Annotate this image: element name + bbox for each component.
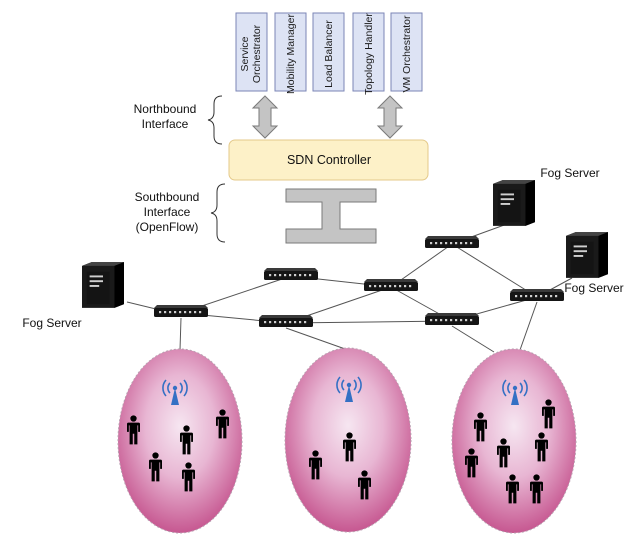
northbound-label-line-1: Northbound [134, 102, 197, 116]
sdn-controller[interactable]: SDN Controller [228, 139, 429, 181]
fog-server-right[interactable]: Fog Server [564, 232, 624, 295]
switch-right-top[interactable] [425, 236, 479, 248]
switch-center-top[interactable] [264, 268, 318, 280]
app-label-line-2: Orchestrator [251, 24, 263, 83]
app-label: Load Balancer [323, 20, 335, 88]
app-box-topology-handler[interactable]: Topology Handler [352, 12, 385, 95]
northbound-interface: Northbound Interface [134, 95, 404, 145]
app-label: Topology Handler [363, 13, 375, 95]
antenna-icon [336, 376, 362, 402]
northbound-label-line-2: Interface [142, 117, 189, 131]
northbound-brace [207, 95, 223, 145]
southbound-interface: Southbound Interface (OpenFlow) [135, 183, 377, 244]
network-switches [154, 236, 564, 327]
northbound-arrow-right [376, 95, 404, 139]
app-label-line-1: Service [239, 36, 251, 71]
switch-left[interactable] [154, 305, 208, 317]
cell-area [451, 348, 577, 534]
fog-server-top-right[interactable]: Fog Server [493, 166, 600, 226]
app-box-service-orchestrator[interactable]: Service Orchestrator [235, 12, 268, 92]
antenna-icon [502, 379, 528, 405]
switch-center-bottom[interactable] [259, 315, 313, 327]
access-cell-left [117, 348, 243, 534]
server-icon [82, 262, 124, 308]
southbound-label-line-1: Southbound [135, 190, 200, 204]
server-icon [493, 180, 535, 226]
app-label: Mobility Manager [285, 14, 297, 94]
controller-label: SDN Controller [287, 153, 371, 167]
fog-server-label: Fog Server [564, 281, 623, 295]
fog-server-label: Fog Server [22, 316, 81, 330]
southbound-arrow [285, 188, 377, 244]
southbound-brace [210, 183, 226, 243]
northbound-arrow-left [251, 95, 279, 139]
app-label: VM Orchestrator [401, 15, 413, 93]
access-cells [117, 347, 577, 534]
southbound-label-line-3: (OpenFlow) [136, 220, 199, 234]
app-box-mobility-manager[interactable]: Mobility Manager [274, 12, 307, 94]
server-icon [566, 232, 608, 278]
southbound-label-line-2: Interface [144, 205, 191, 219]
app-box-vm-orchestrator[interactable]: VM Orchestrator [390, 12, 423, 93]
antenna-icon [162, 379, 188, 405]
switch-far-right[interactable] [510, 289, 564, 301]
switch-right-bottom[interactable] [425, 313, 479, 325]
fog-server-label: Fog Server [540, 166, 599, 180]
application-layer: Service Orchestrator Mobility Manager Lo… [235, 12, 423, 95]
fog-server-left[interactable]: Fog Server [22, 262, 124, 330]
switch-middle[interactable] [364, 279, 418, 291]
app-box-load-balancer[interactable]: Load Balancer [312, 12, 345, 92]
access-cell-right [451, 348, 577, 534]
access-cell-center [284, 347, 412, 533]
